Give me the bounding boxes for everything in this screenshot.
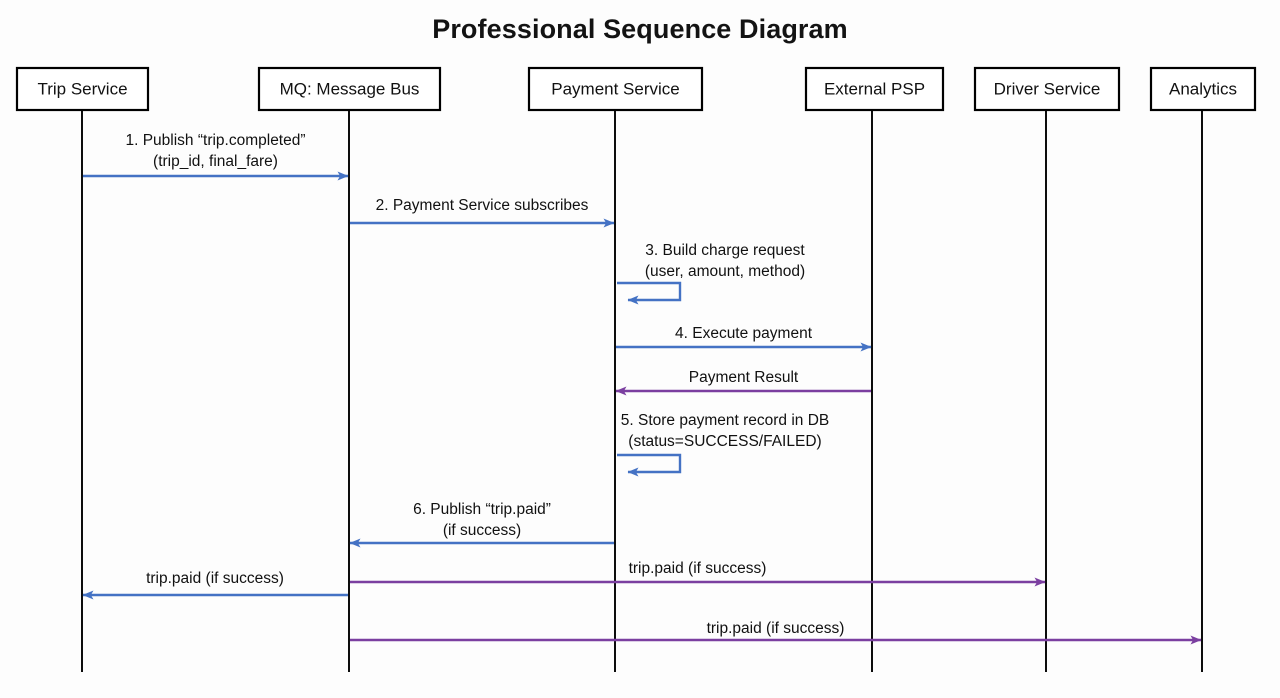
message-label-line: trip.paid (if success): [629, 560, 767, 577]
message-label-line: (if success): [443, 522, 521, 539]
participant-payment[interactable]: Payment Service: [527, 66, 704, 112]
participant-label: Payment Service: [551, 79, 680, 98]
message-label: 6. Publish “trip.paid” (if success): [413, 501, 551, 539]
participant-mq[interactable]: MQ: Message Bus: [257, 66, 442, 112]
participant-label: Trip Service: [37, 79, 127, 98]
participant-label: MQ: Message Bus: [280, 79, 420, 98]
lifelines-layer: [81, 110, 1203, 672]
message-label-line: (trip_id, final_fare): [153, 153, 278, 170]
message-4[interactable]: 4. Execute payment: [616, 325, 872, 352]
message-label-line: 5. Store payment record in DB: [621, 412, 830, 429]
message-label-line: Payment Result: [689, 369, 799, 386]
message-label-line: 4. Execute payment: [675, 325, 813, 342]
message-label: 3. Build charge request (user, amount, me…: [645, 242, 806, 280]
message-label: trip.paid (if success): [629, 560, 767, 577]
message-3[interactable]: 3. Build charge request (user, amount, me…: [617, 242, 806, 305]
self-message-line: [617, 453, 682, 477]
self-message-line: [617, 281, 682, 305]
participant-label: Analytics: [1169, 79, 1237, 98]
participant-label: Driver Service: [994, 79, 1101, 98]
message-label: 1. Publish “trip.completed” (trip_id, fin…: [125, 132, 305, 170]
message-label-line: trip.paid (if success): [707, 620, 845, 637]
message-r9[interactable]: trip.paid (if success): [350, 620, 1202, 645]
message-label-line: 2. Payment Service subscribes: [376, 197, 589, 214]
message-label-line: 3. Build charge request: [645, 242, 805, 259]
participant-trip[interactable]: Trip Service: [15, 66, 150, 112]
participants-layer: Trip Service MQ: Message Bus Payment Servi…: [15, 66, 1257, 112]
participant-driver[interactable]: Driver Service: [973, 66, 1121, 112]
message-label-line: 6. Publish “trip.paid”: [413, 501, 551, 518]
message-label-line: (user, amount, method): [645, 263, 805, 280]
message-r8[interactable]: trip.paid (if success): [82, 570, 348, 600]
message-r7[interactable]: trip.paid (if success): [350, 560, 1046, 587]
participant-label: External PSP: [824, 79, 925, 98]
message-label: trip.paid (if success): [146, 570, 284, 587]
message-label-line: 1. Publish “trip.completed”: [125, 132, 305, 149]
message-label: 4. Execute payment: [675, 325, 813, 342]
message-label-line: (status=SUCCESS/FAILED): [628, 433, 821, 450]
message-1[interactable]: 1. Publish “trip.completed” (trip_id, fin…: [83, 132, 349, 181]
message-5[interactable]: 5. Store payment record in DB (status=SUC…: [617, 412, 830, 477]
message-label-line: trip.paid (if success): [146, 570, 284, 587]
message-6[interactable]: 6. Publish “trip.paid” (if success): [349, 501, 614, 548]
message-label: trip.paid (if success): [707, 620, 845, 637]
message-label: 2. Payment Service subscribes: [376, 197, 589, 214]
participant-analytics[interactable]: Analytics: [1149, 66, 1257, 112]
message-r4[interactable]: Payment Result: [615, 369, 871, 396]
message-label: 5. Store payment record in DB (status=SUC…: [621, 412, 830, 450]
message-2[interactable]: 2. Payment Service subscribes: [350, 197, 615, 228]
messages-layer: 1. Publish “trip.completed” (trip_id, fin…: [82, 132, 1202, 645]
message-label: Payment Result: [689, 369, 799, 386]
participant-psp[interactable]: External PSP: [804, 66, 945, 112]
page-title: Professional Sequence Diagram: [432, 14, 848, 44]
